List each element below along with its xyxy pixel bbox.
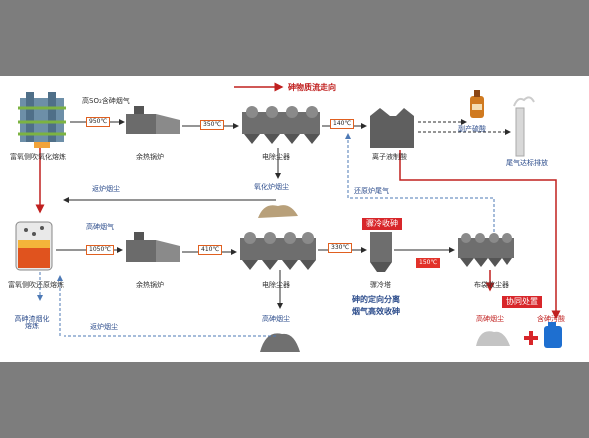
bottom-waste-heat-boiler-icon — [126, 232, 180, 262]
bottom-temp-1050: 1050℃ — [86, 245, 115, 255]
bottom-temp-410: 410℃ — [198, 245, 223, 255]
return-gas-label: 还原炉尾气 — [354, 187, 389, 195]
bottom-esp-icon — [240, 232, 316, 270]
slag-fuming-label: 高砷渣烟化熔炼 — [14, 315, 50, 330]
bottom-gas-label: 高砷烟气 — [86, 223, 114, 231]
baghouse-icon — [458, 233, 514, 267]
top-temp-140: 140℃ — [330, 119, 355, 129]
bottom-temp-150: 150℃ — [416, 258, 441, 268]
top-gas-label: 高SO₂含砷烟气 — [82, 97, 130, 105]
flow-title: 砷物质流走向 — [288, 83, 336, 92]
as-sludge-label: 含砷污酸 — [537, 315, 565, 323]
byproduct-label: 副产硫酸 — [458, 125, 486, 133]
reduction-smelter-label: 富氧侧吹还原熔炼 — [8, 281, 64, 289]
top-esp-label: 电除尘器 — [262, 153, 290, 161]
bottom-as-dust-label: 高砷烟尘 — [262, 315, 290, 323]
bottom-esp-label: 电除尘器 — [262, 281, 290, 289]
sludge-barrel-icon — [544, 322, 562, 348]
sulfuric-acid-bottle-icon — [470, 90, 484, 118]
caption-line1: 砷的定向分离 — [352, 295, 400, 304]
caption-line2: 烟气高效收砷 — [352, 307, 400, 316]
high-as-dust-pile-icon — [260, 333, 300, 352]
quench-tower-icon — [370, 232, 392, 272]
bottom-return-dust-label: 返炉烟尘 — [90, 323, 118, 331]
quench-tower-label: 骤冷塔 — [370, 281, 391, 289]
oxidation-smelter-icon — [18, 92, 66, 148]
bottom-band — [0, 362, 589, 438]
top-waste-heat-boiler-icon — [126, 106, 180, 134]
oxide-dust-label: 氧化炉烟尘 — [254, 183, 289, 191]
acid-plant-icon — [370, 108, 414, 148]
oxidation-smelter-label: 富氧侧吹氧化熔炼 — [10, 153, 66, 161]
plus-icon — [524, 331, 538, 345]
top-return-dust-label: 返炉烟尘 — [92, 185, 120, 193]
top-boiler-label: 余热锅炉 — [136, 153, 164, 161]
collab-badge: 协同处置 — [502, 296, 542, 308]
acid-plant-label: 离子液制酸 — [372, 153, 407, 161]
top-band — [0, 0, 589, 76]
high-as-dust-label: 高砷烟尘 — [476, 315, 504, 323]
top-temp-350: 350℃ — [200, 120, 225, 130]
emission-label: 尾气达标排放 — [506, 159, 548, 167]
stack-icon — [513, 96, 535, 157]
collab-dust-pile-icon — [476, 331, 510, 346]
oxide-dust-pile-icon — [258, 205, 298, 218]
quench-badge: 骤冷收砷 — [362, 218, 402, 230]
top-esp-icon — [242, 106, 320, 144]
reduction-smelter-icon — [15, 221, 53, 271]
bottom-temp-330: 330℃ — [328, 243, 353, 253]
bottom-boiler-label: 余热锅炉 — [136, 281, 164, 289]
top-temp-950: 950℃ — [86, 117, 111, 127]
baghouse-label: 布袋收尘器 — [474, 281, 509, 289]
